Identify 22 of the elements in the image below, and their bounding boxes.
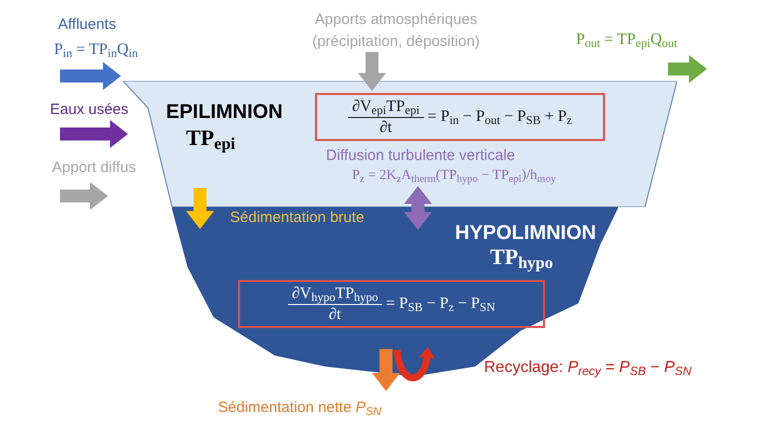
fraction-denominator: ∂t — [328, 304, 342, 324]
layer-title: EPILIMNION — [166, 101, 283, 123]
fraction-numerator: ∂V$_{epi}$TP$_{epi}$ — [348, 96, 424, 118]
sedimentation-label: Sédimentation brute — [230, 208, 366, 228]
equation-box — [238, 280, 545, 328]
diffusion-formula: P$_{z}$ = 2K$_{z}$A$_{therm}$(TP$_{hypo}$ − TP$_{epi}$)/h$_{moy}$ — [352, 167, 557, 186]
inflow-formula: P$_{in}$ = TP$_{in}$Q$_{in}$ — [54, 40, 139, 62]
net-sedimentation-label: Sédimentation nette P$_{SN}$ — [218, 398, 382, 420]
inflow-label: Affluents — [58, 15, 118, 35]
equation-right-side: = P$_{in}$ − P$_{out}$ − P$_{SB}$ + P$_{z}$ — [428, 107, 572, 129]
layer-variable: TP$_{epi}$ — [186, 125, 236, 150]
equation-right-side: = P$_{SB}$ − P$_{z}$ − P$_{SN}$ — [386, 294, 496, 316]
layer-title: HYPOLIMNION — [455, 222, 596, 244]
fraction-numerator: ∂V$_{hypo}$TP$_{hypo}$ — [288, 284, 382, 304]
outflow-formula: P$_{out}$ = TP$_{epi}$Q$_{out}$ — [576, 30, 678, 52]
diffusion-label: Diffusion turbulente verticale — [326, 146, 516, 166]
equation-box — [315, 93, 605, 141]
diffuse-input-label: Apport diffus — [52, 158, 137, 178]
recycling-formula: Recyclage: P$_{recy}$ = P$_{SB}$ − P$_{SN}$ — [484, 358, 692, 380]
wastewater-label: Eaux usées — [50, 100, 130, 120]
atmospheric-label: Apports atmosphériques (précipitation, déposition) — [311, 10, 481, 52]
fraction-denominator: ∂t — [380, 118, 392, 138]
